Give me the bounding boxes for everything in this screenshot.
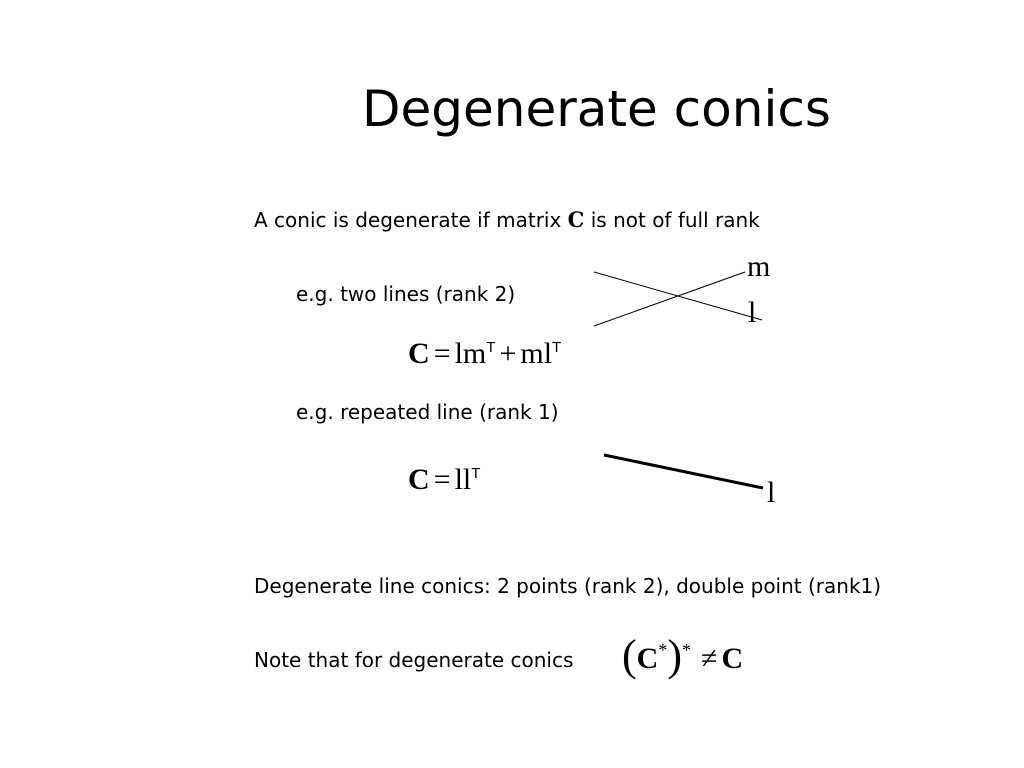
eq3-close-paren: )	[667, 631, 682, 680]
eq2-sup: T	[471, 465, 481, 482]
degenerate-definition: A conic is degenerate if matrix C is not…	[254, 207, 760, 233]
eq3-inner-c: C	[636, 642, 659, 675]
eq3-outer-star: *	[681, 640, 691, 660]
eq1-equals: =	[433, 337, 451, 370]
equation-repeated-line: C=llT	[408, 462, 480, 498]
label-l-repeated: l	[767, 476, 776, 509]
label-m: m	[747, 250, 771, 283]
degenerate-line-conics: Degenerate line conics: 2 points (rank 2…	[254, 574, 882, 598]
example-two-lines: e.g. two lines (rank 2)	[296, 282, 516, 306]
repeated-line	[603, 453, 764, 490]
eq2-lhs: C	[408, 463, 430, 496]
eq1-lhs: C	[408, 337, 430, 370]
eq1-plus: +	[499, 337, 517, 370]
eq1-term2: ml	[520, 337, 553, 370]
eq1-term1: lm	[454, 337, 487, 370]
eq3-rhs: C	[721, 642, 744, 675]
eq3-open-paren: (	[622, 631, 637, 680]
eq1-sup2: T	[552, 339, 562, 356]
eq3-inner-star: *	[658, 640, 668, 660]
line-m	[593, 271, 746, 327]
eq3-not-equal: ≠	[700, 642, 718, 675]
eq2-equals: =	[433, 463, 451, 496]
slide-title: Degenerate conics	[362, 80, 831, 138]
definition-text-end: is not of full rank	[584, 208, 760, 232]
label-l-crossing: l	[748, 296, 757, 329]
eq1-sup1: T	[486, 339, 496, 356]
matrix-symbol: C	[567, 207, 585, 232]
example-repeated-line: e.g. repeated line (rank 1)	[296, 400, 559, 424]
equation-dual-conic: (C*)*≠C	[622, 634, 744, 678]
definition-text-start: A conic is degenerate if matrix	[254, 208, 568, 232]
note-text: Note that for degenerate conics	[254, 648, 574, 672]
eq2-term: ll	[454, 463, 472, 496]
equation-two-lines: C=lmT+mlT	[408, 336, 561, 372]
